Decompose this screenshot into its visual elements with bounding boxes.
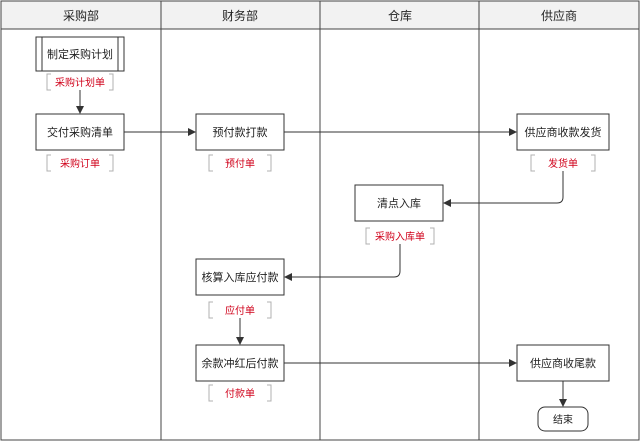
node-order-label: 交付采购清单	[47, 125, 113, 139]
doc-order-label: 采购订单	[60, 157, 100, 170]
node-plan: 制定采购计划	[35, 36, 125, 72]
node-balance: 余款冲红后付款	[195, 344, 285, 382]
doc-prepay-label: 预付单	[225, 157, 255, 170]
doc-count-label: 采购入库单	[375, 230, 425, 243]
node-final-label: 供应商收尾款	[530, 356, 596, 370]
node-prepay-label: 预付款打款	[213, 125, 268, 139]
lane-header-supplier: 供应商	[541, 8, 577, 23]
lane-header-purchasing: 采购部	[63, 8, 99, 23]
doc-prepay: 预付单	[208, 154, 272, 172]
doc-payable: 应付单	[208, 301, 272, 319]
lane-header-finance: 财务部	[222, 8, 258, 23]
node-prepay: 预付款打款	[195, 113, 285, 151]
node-order: 交付采购清单	[35, 113, 125, 151]
node-payable: 核算入库应付款	[195, 258, 285, 296]
node-payable-label: 核算入库应付款	[202, 270, 279, 284]
doc-payable-label: 应付单	[225, 304, 255, 317]
node-end: 结束	[537, 406, 589, 432]
lane-header-warehouse: 仓库	[388, 8, 412, 23]
node-end-label: 结束	[553, 413, 573, 426]
doc-ship: 发货单	[530, 154, 596, 172]
doc-ship-label: 发货单	[548, 157, 578, 170]
node-balance-label: 余款冲红后付款	[202, 356, 279, 370]
doc-balance-label: 付款单	[225, 387, 255, 400]
doc-plan: 采购计划单	[46, 73, 114, 91]
doc-plan-label: 采购计划单	[55, 76, 105, 89]
arrow-count-to-payable	[284, 244, 401, 281]
node-ship: 供应商收款发货	[516, 113, 610, 151]
doc-count: 采购入库单	[365, 227, 435, 245]
node-final: 供应商收尾款	[516, 344, 610, 382]
doc-order: 采购订单	[46, 154, 114, 172]
arrow-ship-to-count	[443, 171, 564, 207]
node-count-label: 清点入库	[377, 197, 421, 210]
node-ship-label: 供应商收款发货	[525, 125, 602, 139]
node-plan-label: 制定采购计划	[47, 47, 113, 61]
doc-balance: 付款单	[208, 384, 272, 402]
node-count: 清点入库	[354, 184, 444, 222]
